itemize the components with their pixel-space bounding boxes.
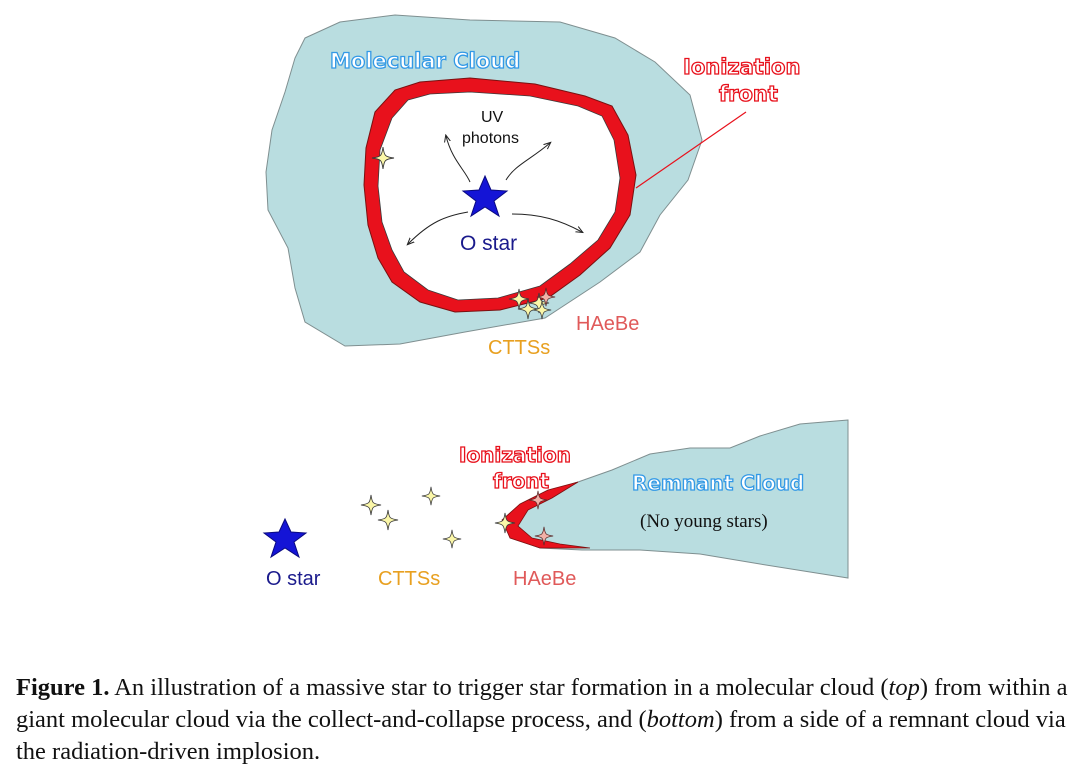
caption-bottom-italic: bottom (646, 706, 715, 733)
molecular-cloud-label: Molecular Cloud (330, 49, 520, 73)
remnant-ionization-front (501, 481, 591, 549)
caption-top-italic: top (888, 674, 920, 701)
star-formation-diagram: Molecular Cloud Ionization front UV phot… (262, 14, 849, 590)
uv-arrow-left (408, 211, 469, 244)
ionization-front-label-line2: front (719, 82, 778, 106)
uv-arrow-up-left (446, 136, 471, 183)
ionization-front-label-line2: front (493, 469, 550, 493)
o-star-icon (262, 517, 308, 559)
figure-caption: Figure 1. An illustration of a massive s… (16, 672, 1078, 768)
uv-label-line2: photons (462, 130, 519, 147)
ionization-front-label-line1: Ionization (683, 55, 800, 79)
front-pointer-line (635, 111, 747, 189)
caption-text-1: An illustration of a massive star to tri… (109, 674, 889, 701)
bottom-panel: Ionization front Remnant Cloud (No young… (262, 419, 849, 590)
caption-text-2: ) from within a giant molecular cloud vi… (16, 674, 1068, 733)
o-star-label: O star (460, 232, 517, 255)
haebe-label: HAeBe (576, 313, 639, 335)
ionization-front-label-line1: Ionization (459, 443, 571, 467)
figure-number: Figure 1. (16, 674, 110, 701)
uv-label-line1: UV (481, 109, 504, 126)
o-star-icon (461, 174, 509, 218)
ctts-label: CTTSs (488, 337, 550, 359)
no-young-stars-label: (No young stars) (640, 511, 768, 532)
uv-arrow-right (511, 213, 582, 232)
remnant-cloud-label: Remnant Cloud (632, 471, 804, 495)
top-panel: Molecular Cloud Ionization front UV phot… (265, 14, 801, 359)
o-star-label: O star (266, 568, 321, 590)
young-star-icon (442, 529, 462, 549)
young-star-icon (360, 494, 382, 516)
young-star-icon (421, 486, 441, 506)
uv-arrow-up-right (505, 143, 550, 181)
ctts-label: CTTSs (378, 568, 440, 590)
haebe-label: HAeBe (513, 568, 576, 590)
caption-text-3: ) from a side of a remnant cloud via the… (16, 706, 1066, 765)
young-star-icon (377, 509, 399, 531)
